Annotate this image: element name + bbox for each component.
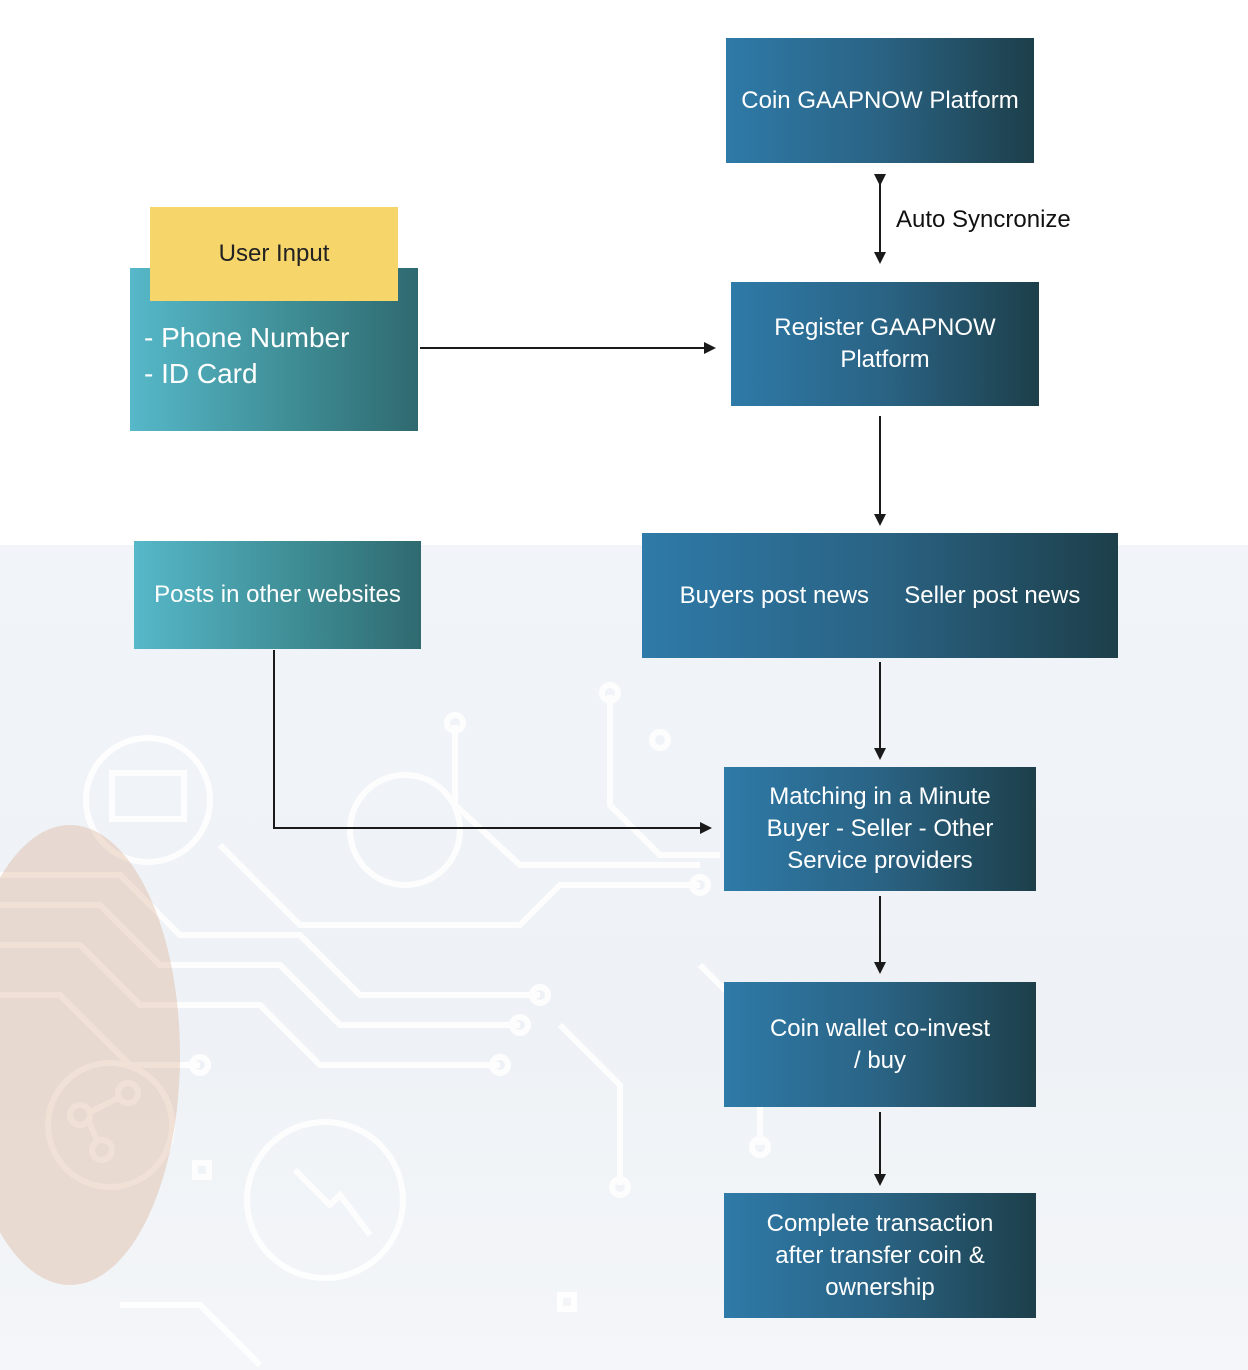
wallet-node: Coin wallet co-invest / buy xyxy=(724,982,1036,1107)
coin-platform-label: Coin GAAPNOW Platform xyxy=(741,86,1019,114)
phone-number-item: - Phone Number xyxy=(144,322,350,353)
register-node: Register GAAPNOW Platform xyxy=(731,282,1039,406)
id-card-item: - ID Card xyxy=(144,358,258,389)
posts-other-node: Posts in other websites xyxy=(134,541,421,649)
complete-label: Complete transaction after transfer coin… xyxy=(766,1209,994,1301)
wallet-label: Coin wallet co-invest / buy xyxy=(769,1014,991,1074)
laptop-circle-icon xyxy=(83,735,213,865)
matching-node: Matching in a Minute Buyer - Seller - Ot… xyxy=(724,767,1036,891)
share-circle-icon xyxy=(45,1060,175,1190)
matching-label: Matching in a Minute Buyer - Seller - Ot… xyxy=(766,783,994,874)
posts-to-matching-arrow xyxy=(273,650,712,834)
post-news-node: Buyers post news Seller post news xyxy=(642,533,1118,658)
complete-node: Complete transaction after transfer coin… xyxy=(724,1193,1036,1318)
coin-platform-node: Coin GAAPNOW Platform xyxy=(726,38,1034,163)
auto-sync-label: Auto Syncronize xyxy=(896,206,1071,233)
user-input-header: User Input xyxy=(150,207,398,301)
hand-image xyxy=(0,825,180,1285)
user-input-list: - Phone Number - ID Card xyxy=(130,268,418,431)
circuit-background xyxy=(0,545,1248,1370)
like-circle-icon xyxy=(347,772,463,888)
buyers-news-label: Buyers post news xyxy=(679,581,870,609)
register-label: Register GAAPNOW Platform xyxy=(774,314,996,373)
trend-arrow-icon xyxy=(292,1167,373,1237)
trend-circle-icon xyxy=(244,1119,406,1281)
seller-news-label: Seller post news xyxy=(904,581,1081,609)
posts-other-label: Posts in other websites xyxy=(154,581,401,608)
